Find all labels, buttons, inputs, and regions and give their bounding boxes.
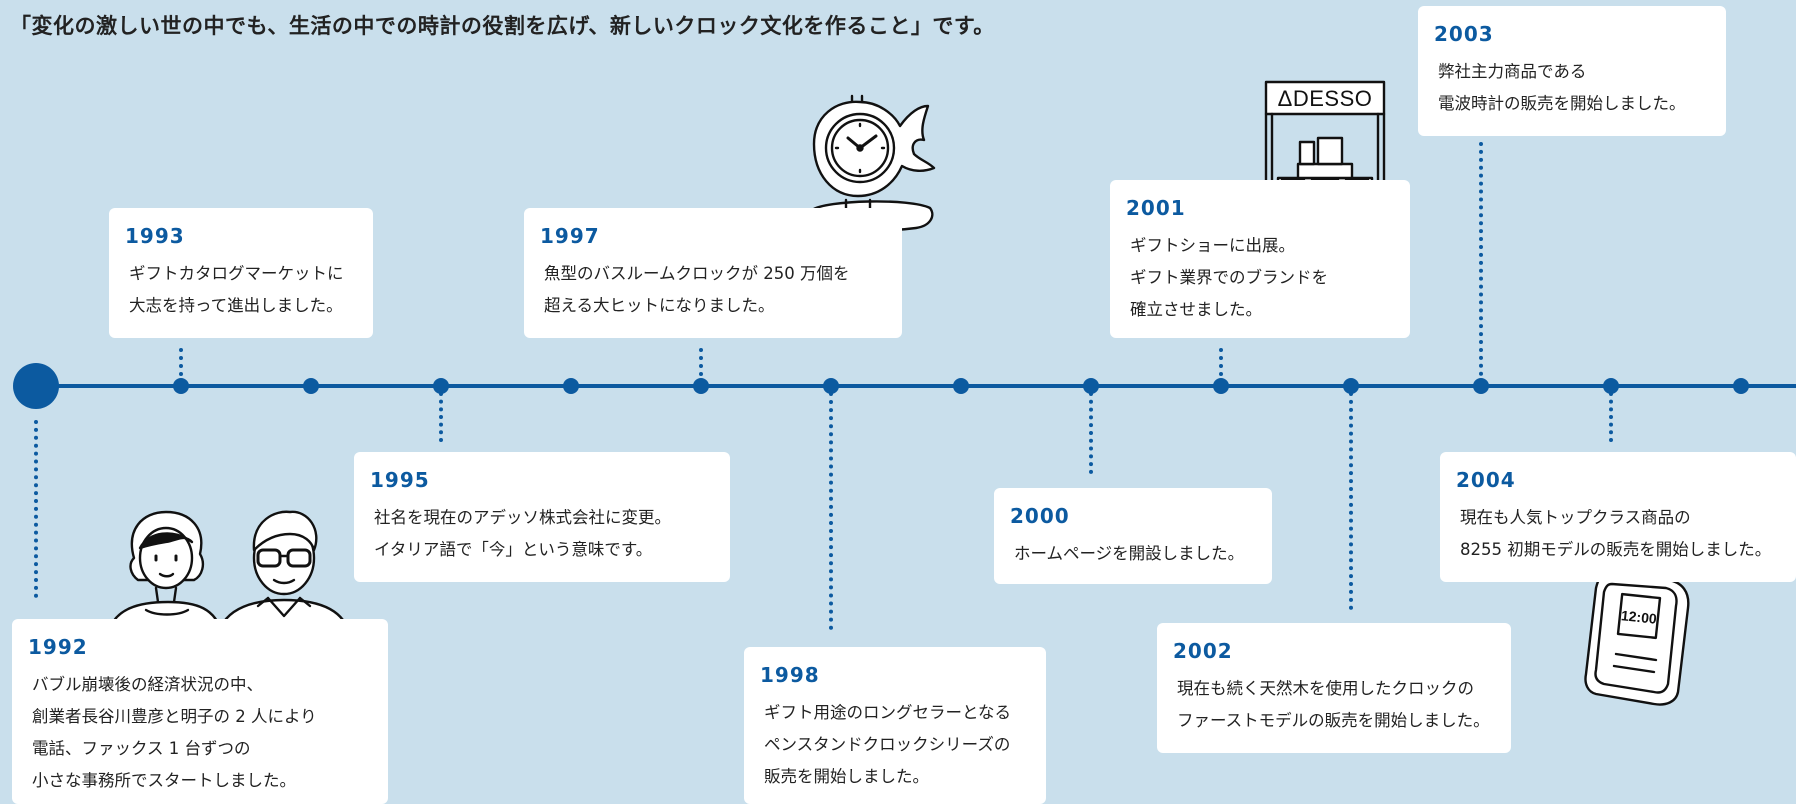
event-line: イタリア語で「今」という意味です。 [374, 540, 653, 559]
event-card-1992: 1992 バブル崩壊後の経済状況の中、 創業者長谷川豊彦と明子の 2 人により … [12, 619, 388, 804]
event-card-2002: 2002 現在も続く天然木を使用したクロックの ファーストモデルの販売を開始しま… [1157, 623, 1511, 753]
timeline-node-2004 [1603, 378, 1619, 394]
event-line: 確立させました。 [1130, 300, 1262, 319]
connector-2003 [1479, 142, 1483, 376]
timeline-node-2000 [1083, 378, 1099, 394]
timeline-start-node [13, 363, 59, 409]
event-card-1998: 1998 ギフト用途のロングセラーとなる ペンスタンドクロックシリーズの 販売を… [744, 647, 1046, 804]
event-line: 創業者長谷川豊彦と明子の 2 人により [32, 707, 317, 726]
timeline-node-2001 [1213, 378, 1229, 394]
event-card-1997: 1997 魚型のバスルームクロックが 250 万個を 超える大ヒットになりました… [524, 208, 902, 338]
event-line: ファーストモデルの販売を開始しました。 [1177, 711, 1490, 730]
connector-2002 [1349, 392, 1353, 610]
event-line: ギフトカタログマーケットに [129, 264, 344, 283]
connector-1993 [179, 348, 183, 376]
event-line: 小さな事務所でスタートしました。 [32, 771, 296, 790]
event-line: 販売を開始しました。 [764, 767, 929, 786]
event-line: 現在も人気トップクラス商品の [1460, 508, 1691, 527]
event-line: ギフトショーに出展。 [1130, 236, 1295, 255]
event-year: 2002 [1173, 639, 1233, 663]
connector-1995 [439, 392, 443, 442]
event-year: 1997 [540, 224, 600, 248]
connector-2001 [1219, 348, 1223, 376]
event-line: ギフト用途のロングセラーとなる [764, 703, 1012, 722]
event-year: 1993 [125, 224, 185, 248]
timeline-node [953, 378, 969, 394]
event-line: 大志を持って進出しました。 [129, 296, 343, 315]
timeline-node-1997 [693, 378, 709, 394]
digital-clock-icon: 12:00 [1582, 570, 1694, 706]
event-card-2004: 2004 現在も人気トップクラス商品の 8255 初期モデルの販売を開始しました… [1440, 452, 1796, 582]
clock-display: 12:00 [1620, 607, 1657, 627]
connector-1992 [34, 420, 38, 598]
timeline-line [36, 384, 1796, 388]
event-year: 1995 [370, 468, 430, 492]
event-line: 社名を現在のアデッソ株式会社に変更。 [374, 508, 671, 527]
event-line: バブル崩壊後の経済状況の中、 [32, 675, 263, 694]
headline: 「変化の激しい世の中でも、生活の中での時計の役割を広げ、新しいクロック文化を作る… [10, 14, 995, 38]
event-line: 現在も続く天然木を使用したクロックの [1177, 679, 1474, 698]
booth-sign: ΔDESSO [1278, 86, 1373, 111]
connector-2004 [1609, 392, 1613, 442]
event-line: 魚型のバスルームクロックが 250 万個を [544, 264, 850, 283]
event-line: ギフト業界でのブランドを [1130, 268, 1328, 287]
timeline-node [303, 378, 319, 394]
timeline-node-1995 [433, 378, 449, 394]
timeline-node-1998 [823, 378, 839, 394]
timeline-node-2002 [1343, 378, 1359, 394]
event-line: ペンスタンドクロックシリーズの [764, 735, 1011, 754]
connector-1997 [699, 348, 703, 376]
event-card-2003: 2003 弊社主力商品である 電波時計の販売を開始しました。 [1418, 6, 1726, 136]
event-year: 2003 [1434, 22, 1494, 46]
connector-1998 [829, 392, 833, 630]
timeline-node-1993 [173, 378, 189, 394]
event-line: 電波時計の販売を開始しました。 [1438, 94, 1686, 113]
event-card-1993: 1993 ギフトカタログマーケットに 大志を持って進出しました。 [109, 208, 373, 338]
event-card-2000: 2000 ホームページを開設しました。 [994, 488, 1272, 584]
event-line: ホームページを開設しました。 [1014, 544, 1245, 563]
event-year: 1998 [760, 663, 820, 687]
connector-2000 [1089, 392, 1093, 474]
event-year: 2001 [1126, 196, 1186, 220]
timeline-node-2003 [1473, 378, 1489, 394]
event-line: 超える大ヒットになりました。 [544, 296, 775, 315]
timeline-node [563, 378, 579, 394]
timeline-node [1733, 378, 1749, 394]
event-year: 1992 [28, 635, 88, 659]
event-line: 8255 初期モデルの販売を開始しました。 [1460, 540, 1772, 559]
event-card-2001: 2001 ギフトショーに出展。 ギフト業界でのブランドを 確立させました。 [1110, 180, 1410, 338]
event-year: 2004 [1456, 468, 1516, 492]
event-line: 弊社主力商品である [1438, 62, 1587, 81]
event-line: 電話、ファックス 1 台ずつの [32, 739, 251, 758]
event-year: 2000 [1010, 504, 1070, 528]
event-card-1995: 1995 社名を現在のアデッソ株式会社に変更。 イタリア語で「今」という意味です… [354, 452, 730, 582]
